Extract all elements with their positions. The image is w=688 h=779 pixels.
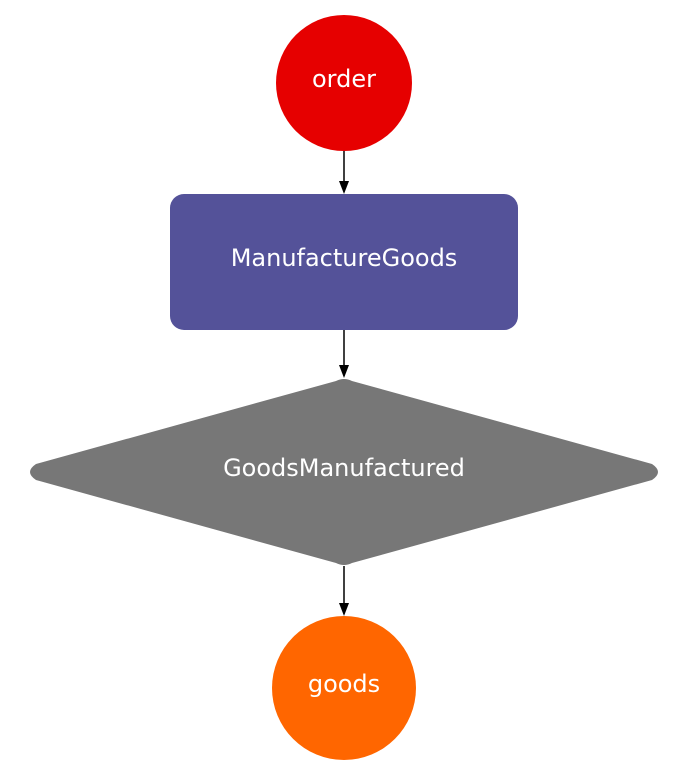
edge-manufacture-to-decision bbox=[339, 330, 349, 378]
node-manufacture-goods: ManufactureGoods bbox=[170, 194, 518, 330]
edge-decision-to-goods bbox=[339, 566, 349, 616]
node-goods: goods bbox=[272, 616, 416, 760]
arrowhead-icon bbox=[339, 603, 349, 616]
manufacture-goods-box bbox=[170, 194, 518, 330]
goods-manufactured-label: GoodsManufactured bbox=[223, 454, 465, 482]
goods-circle bbox=[272, 616, 416, 760]
node-goods-manufactured: GoodsManufactured bbox=[30, 379, 658, 565]
goods-label: goods bbox=[308, 670, 380, 698]
node-order: order bbox=[276, 15, 412, 151]
arrowhead-icon bbox=[339, 365, 349, 378]
order-circle bbox=[276, 15, 412, 151]
manufacture-goods-label: ManufactureGoods bbox=[231, 244, 458, 272]
edge-order-to-manufacture bbox=[339, 150, 349, 194]
goods-manufactured-diamond bbox=[30, 379, 658, 565]
order-label: order bbox=[312, 65, 376, 93]
arrowhead-icon bbox=[339, 181, 349, 194]
